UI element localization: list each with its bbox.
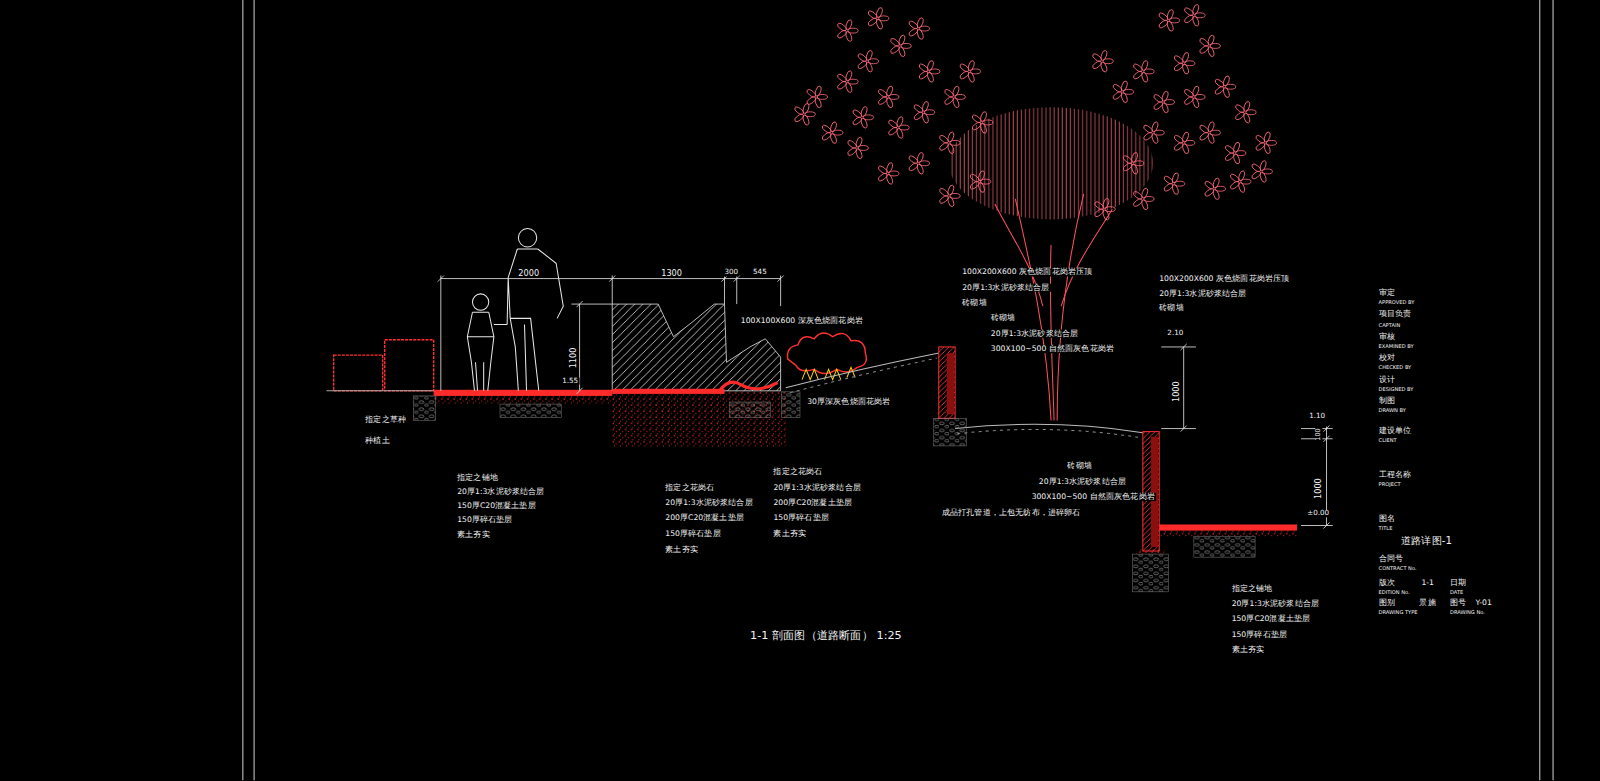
dimension: 100	[1315, 427, 1322, 442]
material-note: 指定之草种	[364, 416, 407, 424]
title-field: DATE	[1449, 590, 1464, 595]
elevation: 1.10	[1308, 413, 1326, 420]
material-note: 指定之花岗石	[664, 484, 715, 492]
dimension: 545	[752, 269, 768, 276]
title-field: DRAWN BY	[1378, 408, 1407, 413]
material-note: 300X100~500 自然面灰色花岗岩	[1031, 493, 1156, 501]
title-field: 图别	[1378, 599, 1396, 607]
material-note: 指定之铺地	[1231, 585, 1274, 593]
material-note: 30厚深灰色烧面花岗岩	[806, 398, 891, 406]
material-note: 150厚碎石垫层	[664, 530, 721, 538]
material-note: 100X200X600 灰色烧面花岗岩压顶	[1158, 274, 1290, 282]
dimension: 300	[723, 269, 739, 276]
elevation: ±0.00	[1306, 510, 1330, 517]
title-field: CLIENT	[1378, 438, 1398, 443]
material-note: 20厚1:3水泥砂浆结合层	[1158, 290, 1247, 298]
material-note: 素土夯实	[1231, 646, 1266, 654]
material-note: 素土夯实	[456, 531, 491, 539]
material-note: 20厚1:3水泥砂浆结合层	[664, 499, 753, 507]
title-field: DESIGNED BY	[1378, 387, 1415, 392]
material-note: 种植土	[364, 437, 391, 445]
material-note: 200厚C20混凝土垫层	[772, 499, 853, 507]
material-note: 素土夯实	[664, 546, 699, 554]
title-field: 项目负责	[1378, 310, 1413, 318]
material-note: 成品打孔管道，上包无纺布，进碎卵石	[941, 509, 1082, 517]
elevation: 2.10	[1166, 330, 1184, 337]
title-field: CHECKED BY	[1378, 365, 1413, 370]
material-note: 300X100~500 自然面灰色花岗岩	[990, 345, 1115, 353]
material-note: 20厚1:3水泥砂浆结合层	[1231, 600, 1320, 608]
title-field: 设计	[1378, 376, 1396, 384]
dimension: 2000	[517, 269, 540, 278]
material-note: 20厚1:3水泥砂浆结合层	[990, 330, 1079, 338]
title-field: 图号	[1449, 599, 1467, 607]
title-field: 图名	[1378, 515, 1396, 523]
title-field: CONTRACT No.	[1378, 566, 1418, 571]
title-field: CAPTAIN	[1378, 322, 1402, 327]
title-value: Y-01	[1474, 599, 1492, 607]
drawing-title: 道路详图-1	[1400, 536, 1453, 547]
title-field: 审定	[1378, 289, 1396, 297]
title-field: 版次	[1378, 579, 1396, 587]
material-note: 指定之铺地	[456, 473, 499, 481]
material-note: 砖砌墙	[1066, 462, 1093, 470]
title-field: 建设单位	[1378, 427, 1413, 435]
material-note: 20厚1:3水泥砂浆结合层	[456, 488, 545, 496]
elevation: 1.55	[561, 378, 579, 385]
material-note: 砖砌墙	[961, 299, 988, 307]
material-note: 20厚1:3水泥砂浆结合层	[961, 284, 1050, 292]
material-note: 指定之花岗石	[772, 468, 823, 476]
dimension: 1000	[1172, 380, 1181, 403]
material-note: 砖砌墙	[1158, 304, 1185, 312]
title-field: 审核	[1378, 333, 1396, 341]
title-value: 1-1	[1420, 579, 1435, 587]
title-field: DRAWING TYPE	[1378, 610, 1419, 615]
title-field: EDITION No.	[1378, 590, 1411, 595]
material-note: 砖砌墙	[990, 314, 1017, 322]
title-field: EXAMINED BY	[1378, 344, 1415, 349]
material-note: 素土夯实	[772, 530, 807, 538]
material-note: 100X200X600 灰色烧面花岗岩压顶	[961, 268, 1093, 276]
material-note: 150厚碎石垫层	[772, 514, 829, 522]
material-note: 100X100X600 深灰色烧面花岗岩	[740, 317, 864, 325]
dimension: 1100	[569, 347, 578, 370]
material-note: 150厚C20混凝土垫层	[456, 502, 537, 510]
title-field: 工程名称	[1378, 470, 1413, 478]
title-field: PROJECT	[1378, 482, 1402, 487]
material-note: 150厚碎石垫层	[1231, 631, 1288, 639]
title-field: TITLE	[1378, 526, 1394, 531]
material-note: 20厚1:3水泥砂浆结合层	[772, 484, 861, 492]
title-field: 日期	[1449, 579, 1467, 587]
material-note: 200厚C20混凝土垫层	[664, 514, 745, 522]
dimension: 1300	[660, 269, 683, 278]
title-field: 合同号	[1378, 555, 1405, 563]
title-field: DRAWING No.	[1449, 610, 1486, 615]
title-value: 景施	[1418, 599, 1436, 607]
material-note: 150厚C20混凝土垫层	[1231, 615, 1312, 623]
title-field: 制图	[1378, 397, 1396, 405]
title-field: APPROVED BY	[1378, 300, 1416, 305]
drawing-caption: 1-1 剖面图（道路断面） 1:25	[750, 630, 902, 642]
material-note: 20厚1:3水泥砂浆结合层	[1038, 478, 1127, 486]
dimension: 1000	[1315, 477, 1324, 500]
material-note: 150厚碎石垫层	[456, 516, 513, 524]
title-field: 校对	[1378, 354, 1396, 362]
